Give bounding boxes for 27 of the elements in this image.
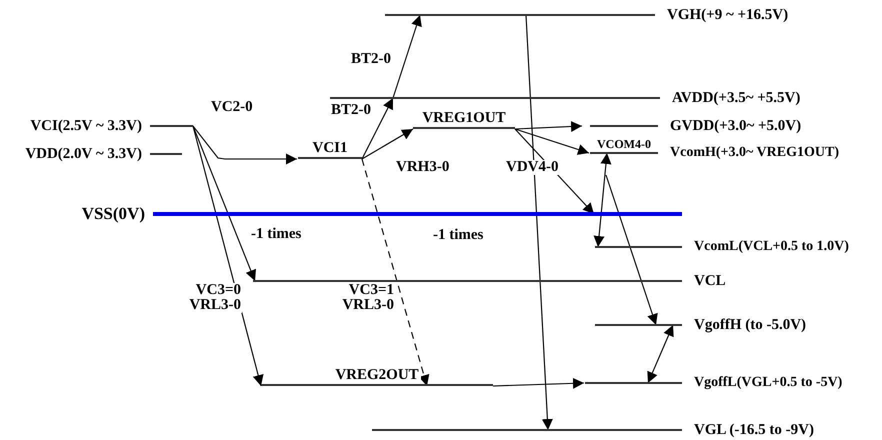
arrow bbox=[361, 158, 430, 386]
level-label: VSS(0V) bbox=[82, 204, 145, 224]
arrow bbox=[647, 324, 674, 384]
arrow bbox=[192, 126, 256, 282]
arrow bbox=[594, 152, 612, 248]
edge-label: VDV4-0 bbox=[505, 160, 560, 175]
level-label: VDD(2.0V ~ 3.3V) bbox=[25, 146, 142, 162]
arrow bbox=[605, 174, 658, 326]
setting-label: VCOM4-0 bbox=[596, 137, 652, 152]
level-label: VGL (-16.5 to -9V) bbox=[694, 422, 814, 438]
arrow bbox=[514, 121, 582, 132]
arrow bbox=[514, 128, 590, 155]
arrow bbox=[525, 14, 553, 430]
level-label: VcomL(VCL+0.5 to 1.0V) bbox=[694, 239, 849, 255]
arrow bbox=[192, 126, 297, 164]
level-label: VCL bbox=[694, 272, 726, 290]
level-label: VgoffH (to -5.0V) bbox=[694, 316, 806, 334]
level-label: VcomH(+3.0~ VREG1OUT) bbox=[670, 145, 839, 161]
level-label: VGH(+9 ~ +16.5V) bbox=[667, 6, 788, 24]
arrow bbox=[362, 98, 394, 160]
level-label: GVDD(+3.0~ +5.0V) bbox=[670, 118, 802, 134]
arrow bbox=[492, 378, 584, 389]
arrow bbox=[392, 14, 422, 98]
arrow bbox=[362, 128, 414, 160]
level-label: AVDD(+3.5~ +5.5V) bbox=[672, 90, 800, 106]
level-label: VgoffL(VGL+0.5 to -5V) bbox=[694, 375, 842, 391]
level-label: VCI(2.5V ~ 3.3V) bbox=[30, 118, 142, 134]
